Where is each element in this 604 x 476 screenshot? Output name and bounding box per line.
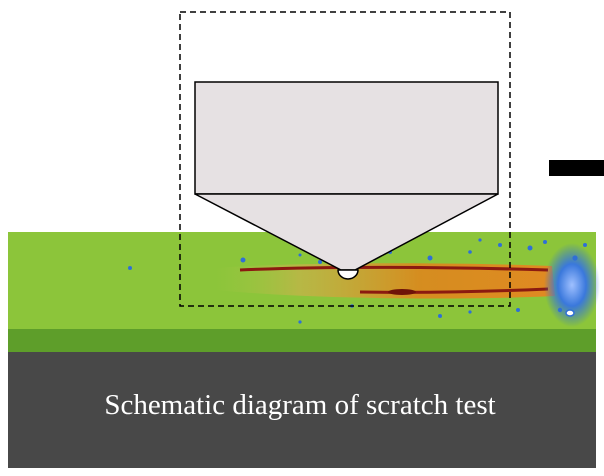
scratch-edge-upper: [239, 265, 549, 272]
scratch-groove: [215, 263, 555, 299]
substrate-exposure: [565, 309, 575, 317]
coating-side: [8, 328, 596, 352]
diamond-indenter-shape: [194, 81, 499, 280]
indenter-body: [194, 81, 499, 195]
scratch-chip: [388, 289, 416, 295]
scratch-end-damage: [544, 243, 600, 327]
scratch-edge-lower: [359, 287, 549, 294]
caption-text: Schematic diagram of scratch test: [104, 389, 495, 421]
scale-bar-shape: [549, 160, 604, 176]
magnification-box: [179, 11, 511, 307]
substrate-block: [8, 350, 596, 468]
scratch-track: [128, 238, 600, 327]
indenter-tip: [337, 269, 359, 280]
